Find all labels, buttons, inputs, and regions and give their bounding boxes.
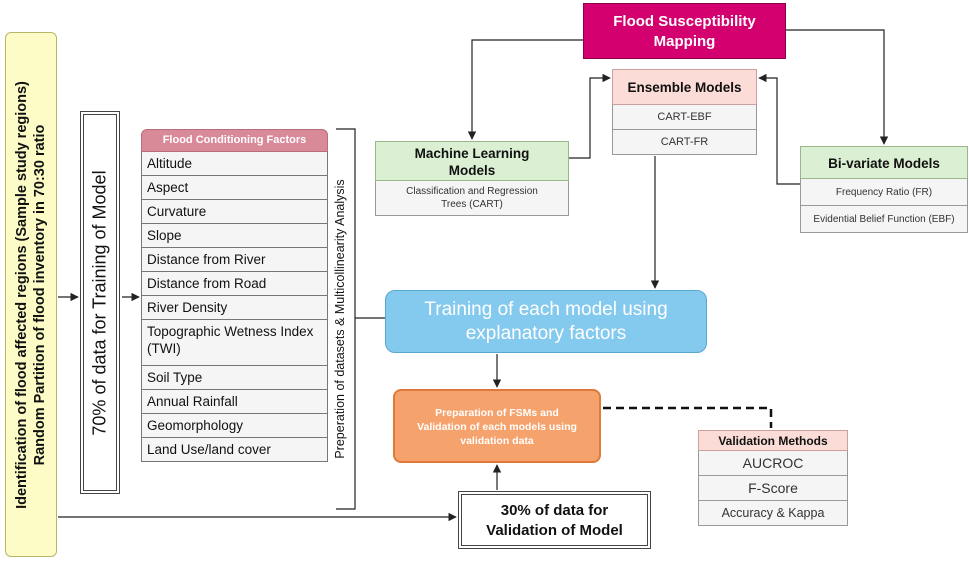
- ensemble-models-box: Ensemble Models CART-EBF CART-FR: [612, 69, 757, 155]
- prepfsm-line3: validation data: [460, 435, 534, 447]
- ml-item-line1: Classification and Regression: [406, 186, 538, 197]
- preparation-label: Preperation of datasets & Multicollinear…: [333, 179, 347, 459]
- dashed-prepfsm-to-validation: [603, 406, 773, 428]
- bivariate-item: Frequency Ratio (FR): [800, 179, 968, 206]
- arrow-ml-to-ensemble: [569, 73, 611, 159]
- preparation-fsm-box: Preparation of FSMs and Validation of ea…: [393, 389, 601, 463]
- bivariate-item: Evidential Belief Function (EBF): [800, 206, 968, 233]
- factor-item: Annual Rainfall: [141, 390, 328, 414]
- factor-item: River Density: [141, 296, 328, 320]
- factor-item: Soil Type: [141, 366, 328, 390]
- fsm-line1: Flood Susceptibility: [613, 13, 756, 30]
- conditioning-factors-header: Flood Conditioning Factors: [141, 129, 328, 152]
- factor-item: Topographic Wetness Index (TWI): [141, 320, 328, 366]
- ml-title-line1: Machine Learning: [414, 146, 530, 161]
- ensemble-title: Ensemble Models: [612, 69, 757, 105]
- prepfsm-line1: Preparation of FSMs and: [435, 407, 559, 419]
- factor-item: Distance from Road: [141, 272, 328, 296]
- ensemble-item: CART-EBF: [612, 105, 757, 130]
- validation-method-item: Accuracy & Kappa: [698, 501, 848, 526]
- validation-data-box: 30% of data for Validation of Model: [458, 491, 651, 549]
- validation-methods-title: Validation Methods: [698, 430, 848, 451]
- validation-method-item: AUCROC: [698, 451, 848, 476]
- ml-title: Machine Learning Models: [375, 141, 569, 181]
- ensemble-item: CART-FR: [612, 130, 757, 155]
- identification-box: Identification of flood affected regions…: [5, 32, 57, 557]
- arrow-bivar-to-ensemble: [758, 73, 800, 185]
- ml-title-line2: Models: [448, 163, 496, 178]
- machine-learning-models-box: Machine Learning Models Classification a…: [375, 141, 569, 216]
- validation-method-item: F-Score: [698, 476, 848, 501]
- factor-item: Slope: [141, 224, 328, 248]
- factor-item: Curvature: [141, 200, 328, 224]
- validation-data-line2: Validation of Model: [486, 522, 623, 539]
- training-models-box: Training of each model using explanatory…: [385, 290, 707, 353]
- arrow-fsm-to-bivar: [786, 29, 889, 145]
- fsm-line2: Mapping: [653, 33, 716, 50]
- identification-line1: Identification of flood affected regions…: [14, 80, 30, 509]
- factor-item: Geomorphology: [141, 414, 328, 438]
- conditioning-factors-table: Flood Conditioning Factors Altitude Aspe…: [141, 129, 328, 462]
- validation-data-line1: 30% of data for: [500, 502, 609, 519]
- arrow-fsm-to-ml: [467, 39, 583, 140]
- training-data-label: 70% of data for Training of Model: [89, 169, 110, 436]
- training-line1: Training of each model using: [424, 299, 668, 320]
- training-data-box: 70% of data for Training of Model: [80, 111, 120, 494]
- ml-item-line2: Trees (CART): [441, 199, 503, 210]
- factor-item: Aspect: [141, 176, 328, 200]
- prepfsm-line2: Validation of each models using: [417, 421, 577, 433]
- bivariate-title: Bi-variate Models: [800, 146, 968, 179]
- factor-item: Altitude: [141, 152, 328, 176]
- ml-item: Classification and Regression Trees (CAR…: [375, 181, 569, 216]
- bivariate-models-box: Bi-variate Models Frequency Ratio (FR) E…: [800, 146, 968, 233]
- factor-item: Distance from River: [141, 248, 328, 272]
- training-line2: explanatory factors: [465, 323, 627, 344]
- factor-item: Land Use/land cover: [141, 438, 328, 462]
- preparation-bracket: Preperation of datasets & Multicollinear…: [325, 129, 355, 509]
- identification-line2: Random Partition of flood inventory in 7…: [32, 124, 48, 465]
- flood-susceptibility-mapping-box: Flood Susceptibility Mapping: [583, 3, 786, 59]
- validation-methods-box: Validation Methods AUCROC F-Score Accura…: [698, 430, 848, 526]
